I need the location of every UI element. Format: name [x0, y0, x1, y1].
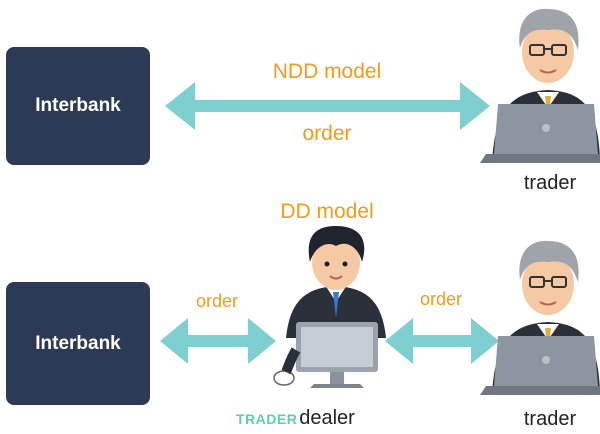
trader-figure-bottom — [480, 240, 600, 395]
order-label-ndd: order — [302, 122, 352, 145]
dealer-figure — [273, 226, 386, 388]
ndd-model-label: NDD model — [272, 60, 382, 83]
dd-model-label: DD model — [280, 200, 374, 223]
interbank-label-dd: Interbank — [35, 332, 121, 354]
order-label-dealer-interbank: order — [195, 291, 239, 311]
watermark: TRADER — [236, 411, 298, 427]
trader-label-top: trader — [523, 172, 577, 194]
interbank-label-ndd: Interbank — [35, 95, 121, 116]
interbank-box-ndd: Interbank — [6, 47, 150, 165]
trader-label-bottom: trader — [523, 408, 577, 430]
dealer-label: dealer — [299, 407, 355, 429]
trader-dealer-arrow — [385, 318, 499, 364]
ndd-order-arrow — [165, 82, 490, 130]
dealer-interbank-arrow — [160, 318, 276, 364]
trader-figure-top — [480, 8, 600, 163]
order-label-trader-dealer: order — [419, 289, 463, 309]
interbank-box-dd: Interbank — [6, 282, 150, 405]
